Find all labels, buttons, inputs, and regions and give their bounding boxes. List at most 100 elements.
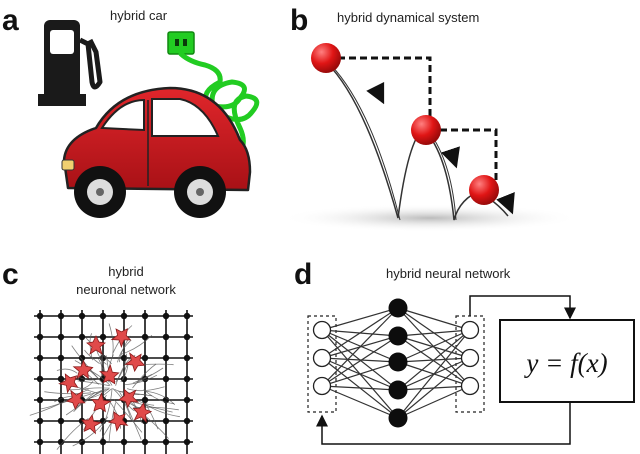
- panel-a-caption: hybrid car: [110, 8, 168, 23]
- grid-node: [36, 438, 44, 446]
- neuron-fiber: [132, 373, 153, 384]
- neuron: [86, 335, 106, 355]
- network-edge: [321, 385, 399, 419]
- output-node: [460, 376, 480, 396]
- hidden-node: [388, 352, 408, 372]
- network-edge: [321, 385, 399, 391]
- neuron-fiber: [113, 398, 143, 433]
- panel-c-letter: c: [2, 258, 19, 291]
- network-nodes: [312, 298, 480, 428]
- grid-node: [57, 417, 65, 425]
- network-edge: [397, 329, 471, 363]
- neuron-body: [99, 364, 120, 385]
- neuron-fiber: [84, 349, 100, 365]
- grid-node: [78, 354, 86, 362]
- grid-node: [141, 333, 149, 341]
- grid-node: [78, 333, 86, 341]
- network-edge: [321, 307, 399, 331]
- neuron-body: [65, 389, 86, 410]
- function-formula: y = f(x): [523, 348, 607, 378]
- network-edge: [321, 361, 399, 387]
- neuron-body: [132, 402, 153, 423]
- neuron: [91, 392, 112, 413]
- input-layer-box: [307, 315, 337, 413]
- neuron-fiber: [136, 367, 164, 383]
- neuron-fiber: [115, 357, 132, 386]
- grid-node: [99, 333, 107, 341]
- grid-node: [141, 312, 149, 320]
- neuron-body: [86, 335, 106, 355]
- panel-d-caption: hybrid neural network: [386, 266, 511, 281]
- floor-shadow: [280, 204, 580, 232]
- neuron-fiber: [108, 402, 116, 443]
- charging-plug-icon: [167, 31, 260, 179]
- grid-node: [57, 333, 65, 341]
- panel-c: c hybrid neuronal network: [2, 258, 193, 454]
- ball-3: [469, 175, 499, 205]
- grid-node: [183, 312, 191, 320]
- neuron: [118, 388, 140, 409]
- neuron-fiber: [144, 403, 180, 418]
- neuron: [108, 411, 129, 432]
- grid-node: [162, 333, 170, 341]
- input-node: [312, 376, 332, 396]
- hidden-node: [388, 298, 408, 318]
- grid-node: [183, 438, 191, 446]
- feedback-arrow-bottom: [316, 402, 571, 445]
- network-edge: [397, 357, 471, 419]
- hidden-node: [388, 326, 408, 346]
- neuron-fiber: [77, 380, 110, 387]
- neuron-body: [108, 411, 129, 432]
- grid-node: [162, 375, 170, 383]
- trajectory-1: [325, 61, 425, 219]
- trajectory-1b: [329, 63, 401, 221]
- grid-node: [57, 375, 65, 383]
- grid-node: [120, 312, 128, 320]
- network-edge: [397, 385, 471, 419]
- panel-d: d hybrid neural network y = f(x): [294, 258, 635, 445]
- network-edge: [321, 307, 399, 359]
- network-edge: [321, 329, 399, 363]
- neuron-fiber: [142, 363, 174, 366]
- neuron-fiber: [108, 323, 114, 359]
- neuron-fiber: [112, 388, 132, 420]
- network-edge: [397, 335, 471, 359]
- neuron: [58, 373, 79, 394]
- neuron-body: [124, 352, 146, 373]
- neuron: [132, 402, 153, 423]
- neuron-fiber: [83, 394, 107, 431]
- neuron-grid: [34, 310, 193, 454]
- network-edge: [397, 335, 471, 387]
- direction-arrow-3: [496, 192, 515, 215]
- neuron-fiber: [73, 392, 95, 412]
- output-node: [460, 348, 480, 368]
- panel-b-caption: hybrid dynamical system: [337, 10, 479, 25]
- neuron-cluster: [58, 328, 153, 435]
- feedback-arrow-top: [469, 295, 576, 320]
- neuron: [110, 328, 132, 348]
- grid-node: [183, 417, 191, 425]
- panel-c-caption-line2: neuronal network: [76, 282, 176, 297]
- grid-node: [141, 354, 149, 362]
- grid-node: [183, 333, 191, 341]
- neuron-fiber: [120, 335, 153, 355]
- neuron-fiber: [132, 363, 157, 389]
- grid-node: [120, 438, 128, 446]
- grid-node: [36, 312, 44, 320]
- neuron-body: [110, 328, 132, 348]
- neuron-fiber: [123, 398, 142, 440]
- network-edges: [321, 307, 471, 419]
- fuel-pump-icon: [38, 20, 103, 106]
- panel-a: a hybrid car: [2, 4, 260, 218]
- neuron-fiber: [61, 388, 110, 404]
- grid-node: [57, 312, 65, 320]
- network-edge: [321, 307, 399, 387]
- neuron-fiber: [44, 391, 92, 395]
- reset-path-1: [338, 56, 432, 128]
- neuron: [124, 352, 146, 373]
- grid-node: [162, 312, 170, 320]
- neuron-fiber: [56, 368, 78, 374]
- neuron-fiber: [102, 354, 113, 386]
- hidden-node: [388, 408, 408, 428]
